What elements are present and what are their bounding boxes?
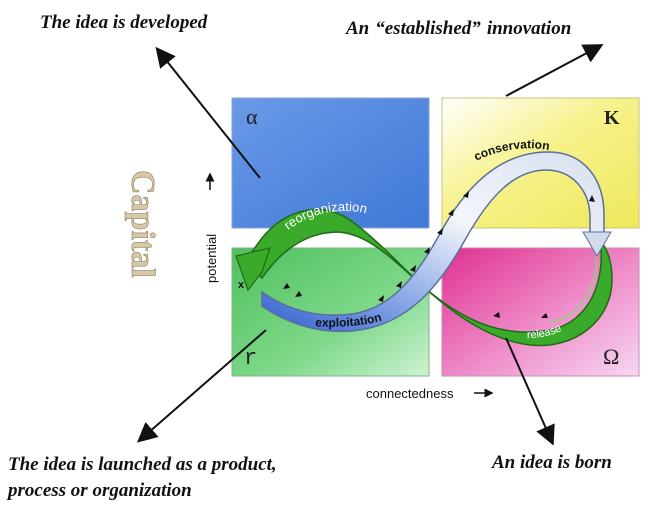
axis-potential: potential — [204, 172, 219, 283]
arrow-to-idea-launched — [136, 329, 267, 443]
axis-connectedness: connectedness — [366, 386, 494, 401]
capital-watermark-text: Capital — [124, 170, 161, 278]
caption-idea-launched: The idea is launched as a product, proce… — [8, 452, 277, 504]
axis-connectedness-label: connectedness — [366, 386, 454, 401]
caption-established-post: innovation — [486, 18, 572, 39]
caption-established-quoted: “established” — [375, 18, 481, 39]
blue-loop-band: exploitation conservation — [261, 137, 612, 333]
quadrant-omega-symbol: Ω — [603, 344, 619, 369]
caption-idea-launched-line1: The idea is launched as a product, — [8, 454, 277, 475]
caption-idea-launched-line2: process or organization — [8, 480, 192, 501]
caption-idea-developed-text: The idea is developed — [40, 12, 208, 33]
quadrant-kappa-symbol: K — [604, 107, 620, 129]
caption-idea-developed: The idea is developed — [40, 12, 207, 34]
arrow-to-established-innovation — [505, 44, 604, 97]
quadrant-r-symbol: r — [244, 346, 257, 371]
quadrant-alpha: α — [231, 97, 430, 229]
caption-established-innovation: An“established”innovation — [346, 18, 571, 40]
axis-potential-label: potential — [204, 234, 219, 283]
caption-established-pre: An — [346, 18, 370, 39]
caption-idea-born-text: An idea is born — [492, 452, 612, 473]
arrow-to-idea-born — [505, 337, 555, 446]
cycle-x-marker: x — [238, 279, 245, 291]
quadrant-alpha-symbol: α — [246, 104, 258, 129]
capital-watermark: Capital — [124, 170, 162, 278]
caption-idea-born: An idea is born — [492, 452, 612, 474]
arrow-to-idea-developed — [155, 46, 261, 179]
flow-arrows — [283, 191, 595, 318]
quadrant-kappa: K — [441, 97, 640, 229]
